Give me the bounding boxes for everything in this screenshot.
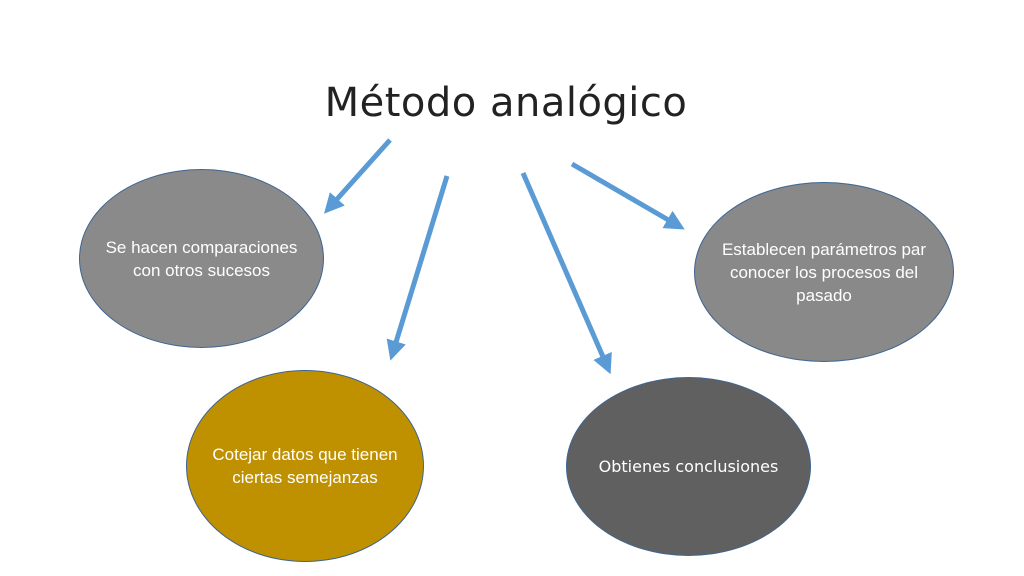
node-parameters-text: Establecen parámetros par conocer los pr… [721, 239, 927, 305]
node-compare-data-text: Cotejar datos que tienen ciertas semejan… [212, 445, 398, 487]
diagram-title: Método analógico [324, 80, 688, 126]
node-conclusions: Obtienes conclusiones [566, 377, 811, 556]
arrow-to-parameters [570, 161, 685, 230]
node-conclusions-text: Obtienes conclusiones [598, 456, 779, 476]
arrow-to-conclusions [520, 172, 612, 375]
node-comparisons-text: Se hacen comparaciones con otros sucesos [105, 237, 298, 280]
node-compare-data: Cotejar datos que tienen ciertas semejan… [186, 370, 424, 562]
arrow-to-data [386, 175, 450, 361]
node-parameters: Establecen parámetros par conocer los pr… [694, 182, 954, 362]
node-comparisons: Se hacen comparaciones con otros sucesos [79, 169, 324, 348]
arrow-to-comparisons [323, 138, 392, 214]
